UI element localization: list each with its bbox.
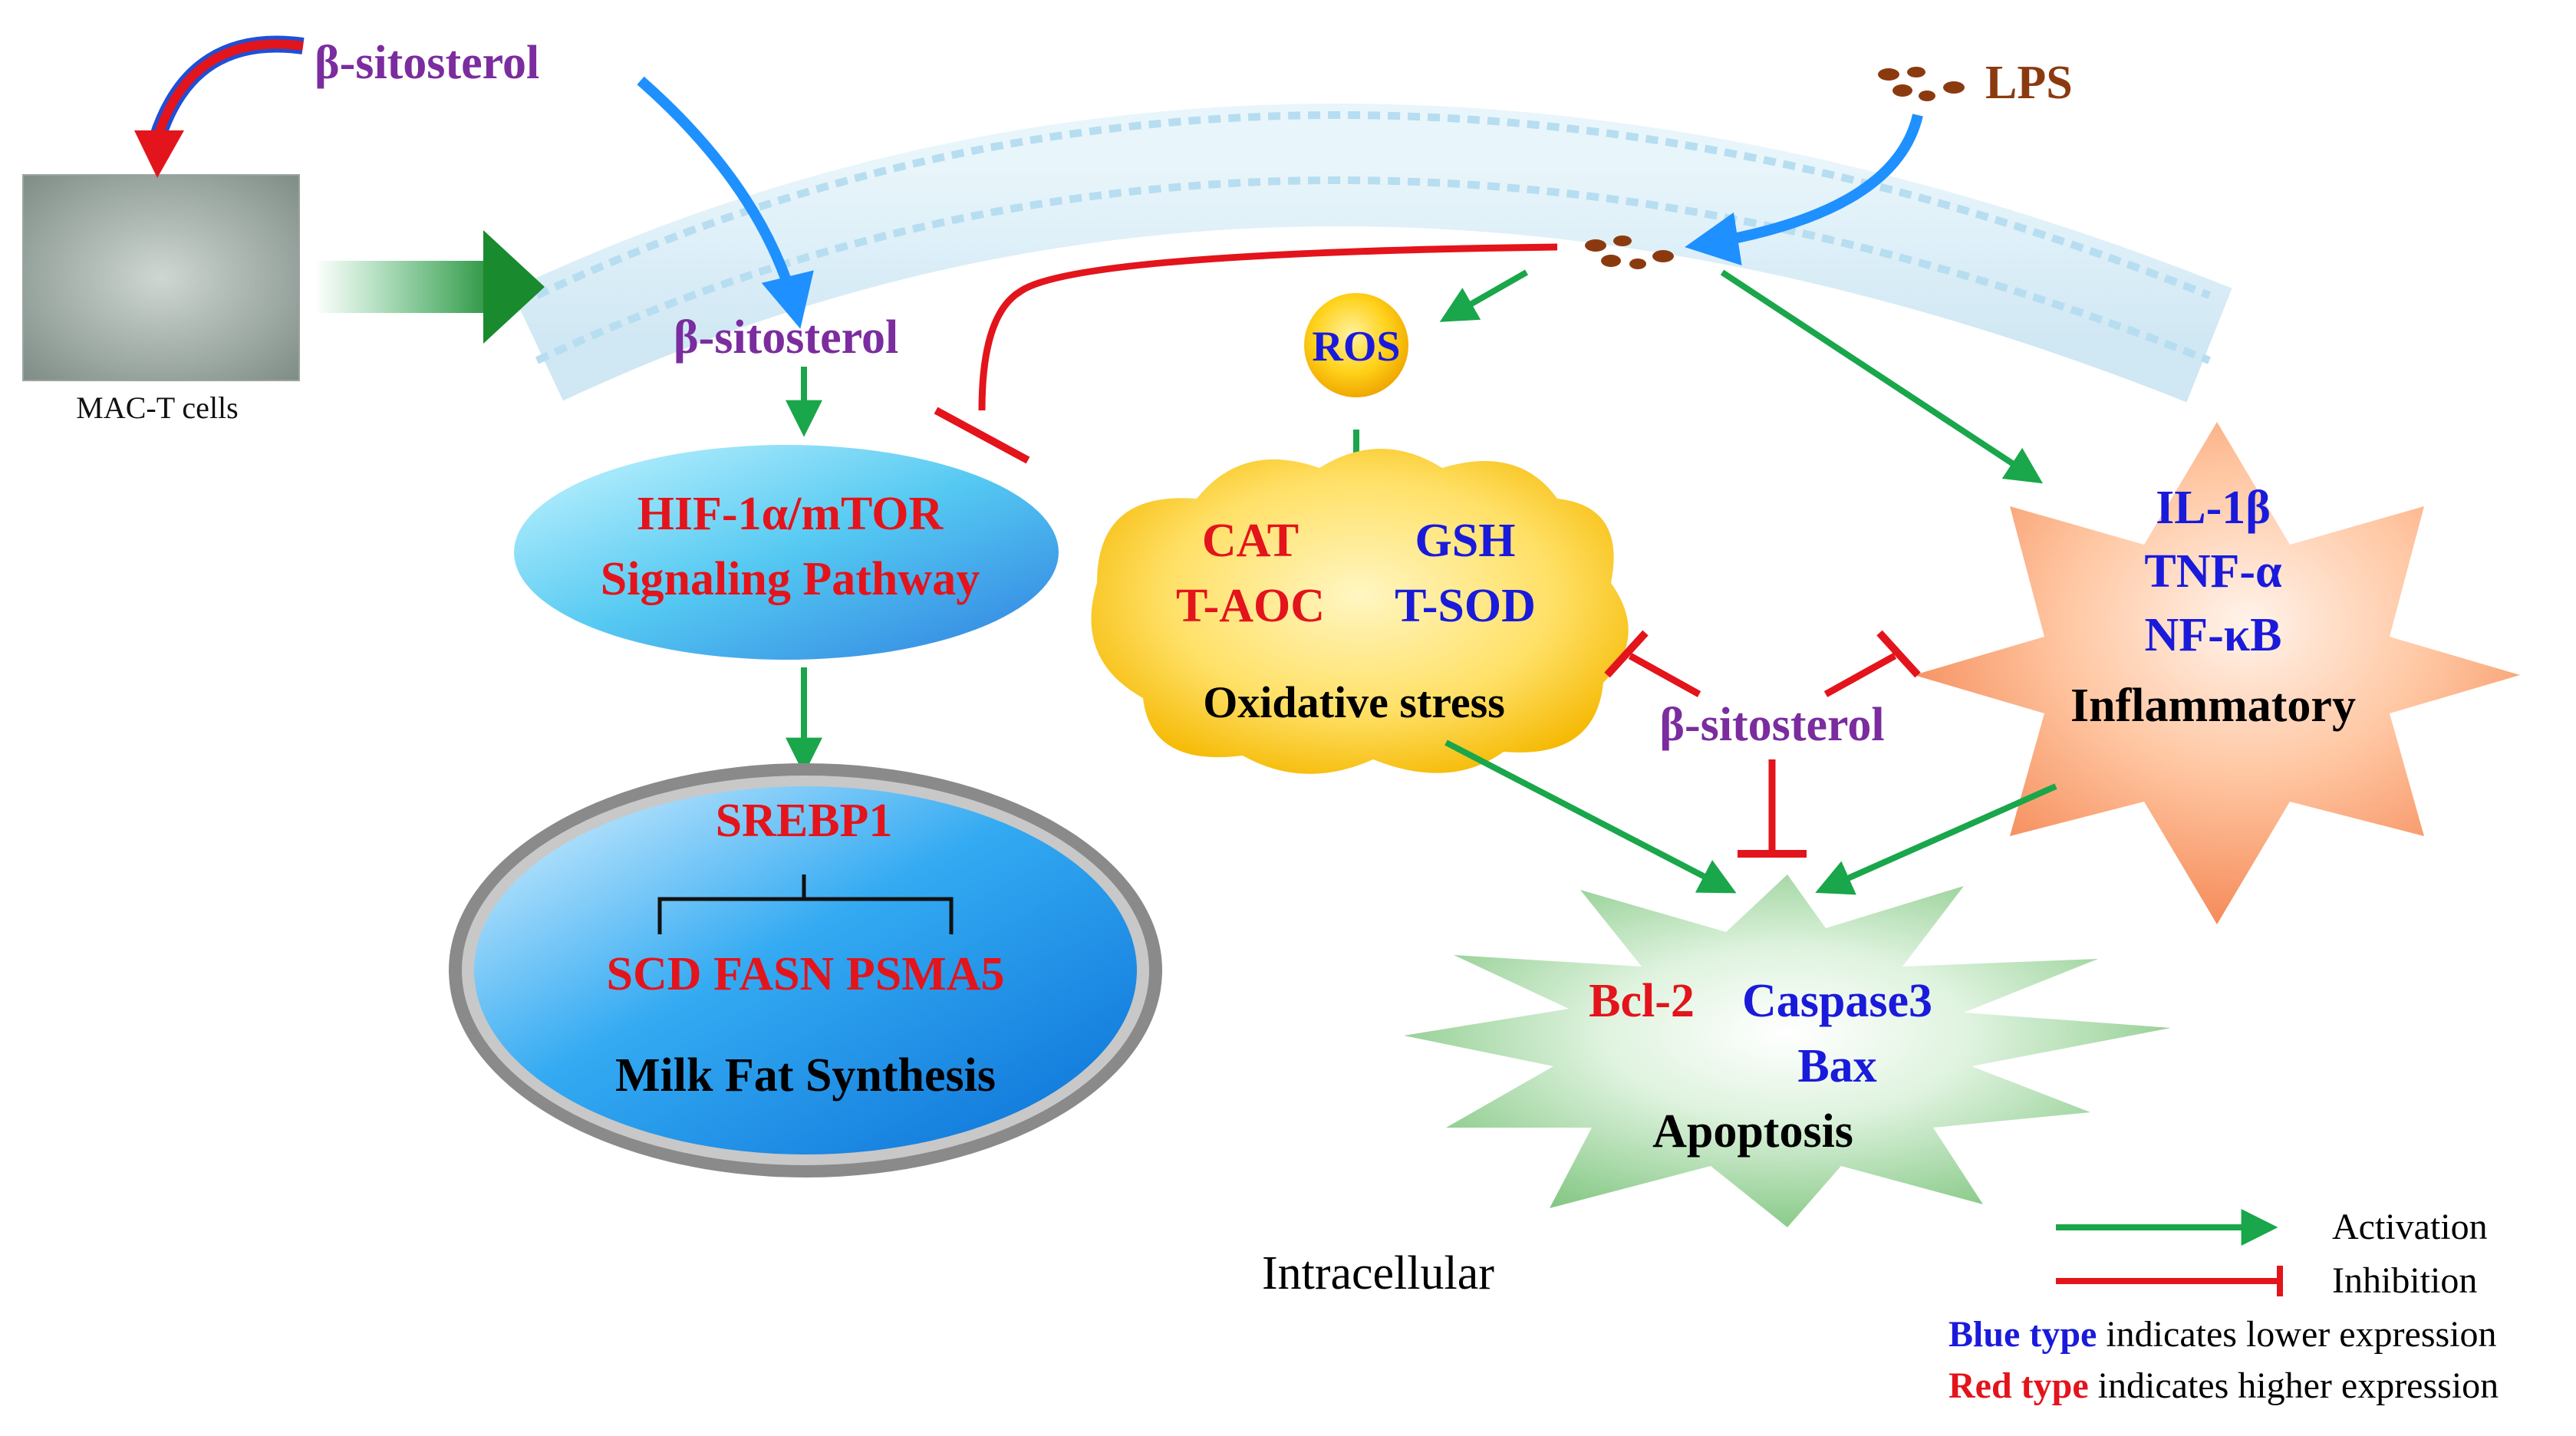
inflammatory-label: Inflammatory <box>2070 680 2356 732</box>
legend-inhibition-swatch <box>2056 1266 2283 1296</box>
il-1b-label: IL-1β <box>2156 482 2271 534</box>
legend-red-type: Red type indicates higher expression <box>1948 1365 2499 1406</box>
lps-to-ros-arrow <box>1439 269 1528 322</box>
hif-mtor-line2: Signaling Pathway <box>601 553 980 605</box>
apoptosis-label: Apoptosis <box>1652 1105 1853 1158</box>
legend-blue-suffix: indicates lower expression <box>2097 1314 2496 1355</box>
lps-icon <box>1878 67 1965 101</box>
beta-sitosterol-entry-arrow <box>637 76 814 329</box>
oxidative-to-apoptosis-arrow <box>1444 739 1737 894</box>
inflammatory-to-apoptosis-arrow <box>1815 783 2057 895</box>
caspase3-label: Caspase3 <box>1742 975 1932 1027</box>
bcl-2-label: Bcl-2 <box>1589 975 1695 1027</box>
t-aoc-label: T-AOC <box>1176 580 1325 632</box>
oxidative-stress-node <box>1091 449 1629 774</box>
beta-inhibits-inflammatory-arrow <box>1823 630 1921 697</box>
treatment-curve-arrow <box>134 35 305 178</box>
legend: Activation Inhibition Blue type indicate… <box>1948 1207 2499 1406</box>
oxidative-stress-label: Oxidative stress <box>1203 677 1505 727</box>
srebp1-bracket <box>657 874 954 934</box>
legend-blue-prefix: Blue type <box>1948 1314 2097 1355</box>
legend-activation-label: Activation <box>2332 1207 2488 1247</box>
legend-blue-type: Blue type indicates lower expression <box>1948 1314 2497 1355</box>
beta-inhibits-oxidative-arrow <box>1604 630 1701 697</box>
lps-intracellular-icon <box>1585 235 1674 269</box>
intracellular-label: Intracellular <box>1262 1247 1494 1299</box>
mac-t-cells-image <box>22 174 300 381</box>
tnf-a-label: TNF-α <box>2144 545 2281 598</box>
apoptosis-node <box>1404 874 2171 1227</box>
ros-label: ROS <box>1312 323 1400 371</box>
lps-to-inflammatory-arrow <box>1720 269 2044 484</box>
bax-label: Bax <box>1797 1040 1876 1092</box>
lipid-genes-label: SCD FASN PSMA5 <box>607 948 1005 1000</box>
legend-red-suffix: indicates higher expression <box>2089 1365 2499 1406</box>
nf-kb-label: NF-κB <box>2144 609 2281 661</box>
hif-mtor-node <box>514 445 1059 660</box>
hif-mtor-line1: HIF-1α/mTOR <box>637 488 944 540</box>
lps-entry-arrow <box>1685 114 1923 266</box>
milk-fat-node <box>449 763 1162 1177</box>
legend-red-prefix: Red type <box>1948 1365 2089 1406</box>
lps-inhibits-hif-arrow <box>934 243 1558 464</box>
milk-fat-synthesis-label: Milk Fat Synthesis <box>615 1049 996 1102</box>
inflammatory-node <box>1914 422 2520 924</box>
srebp1-label: SREBP1 <box>716 795 893 847</box>
legend-inhibition-label: Inhibition <box>2332 1260 2477 1301</box>
mac-t-cells-label: MAC-T cells <box>76 390 238 425</box>
gsh-label: GSH <box>1415 515 1516 567</box>
beta-sitosterol-inner-label: β-sitosterol <box>674 311 898 364</box>
lps-label: LPS <box>1985 57 2073 109</box>
t-sod-label: T-SOD <box>1395 580 1536 632</box>
beta-sitosterol-top-label: β-sitosterol <box>315 37 539 89</box>
beta-inhibits-apoptosis-arrow <box>1738 759 1807 858</box>
ros-node <box>1304 293 1408 397</box>
beta-sitosterol-center-label: β-sitosterol <box>1659 699 1884 751</box>
cells-entry-arrow <box>315 230 545 344</box>
cat-label: CAT <box>1202 515 1299 567</box>
